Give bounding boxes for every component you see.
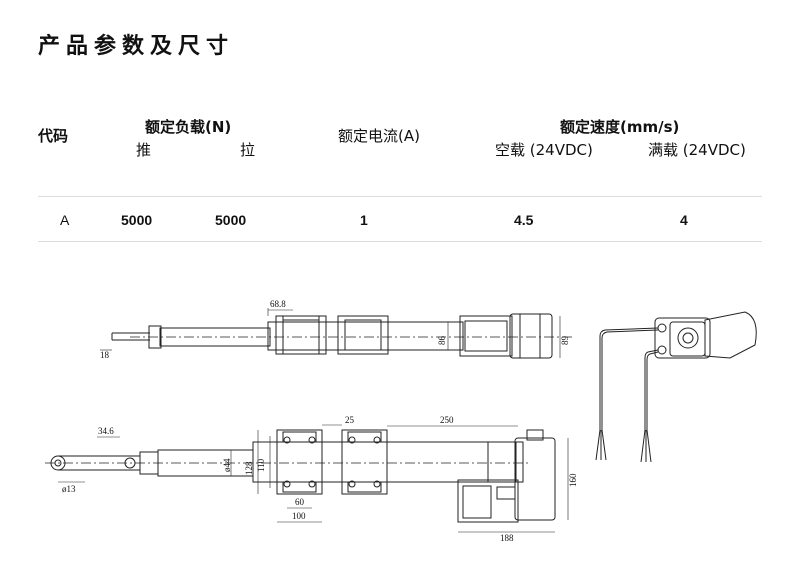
top-view-actuator [100, 308, 575, 359]
dim-13: ø13 [62, 484, 76, 494]
dim-110: 110 [256, 458, 266, 472]
cell-pull: 5000 [215, 212, 247, 228]
dim-68-8: 68.8 [270, 299, 286, 309]
dim-100: 100 [292, 511, 306, 521]
dim-18: 18 [100, 350, 110, 360]
cell-current: 1 [360, 212, 368, 228]
cell-push: 5000 [121, 212, 153, 228]
dim-160: 160 [568, 473, 578, 487]
dim-86: 86 [437, 336, 447, 346]
cell-code: A [60, 212, 70, 228]
cell-full-load: 4 [680, 212, 688, 228]
header-divider [38, 196, 762, 197]
header-no-load: 空载 (24VDC) [495, 141, 593, 159]
dim-60: 60 [295, 497, 305, 507]
header-code: 代码 [38, 127, 69, 145]
header-rated-current: 额定电流(A) [338, 127, 420, 145]
header-rated-load: 额定负载(N) [145, 118, 232, 136]
header-rated-speed: 额定速度(mm/s) [560, 118, 680, 136]
header-pull: 拉 [240, 141, 256, 159]
cell-no-load: 4.5 [514, 212, 534, 228]
dim-188: 188 [500, 533, 514, 543]
header-full-load: 满载 (24VDC) [648, 141, 746, 159]
end-view-actuator [595, 311, 757, 463]
page-title: 产品参数及尺寸 [38, 34, 235, 59]
dim-25: 25 [345, 415, 355, 425]
dim-44: ø44 [222, 458, 232, 472]
dim-89: 89 [560, 336, 570, 346]
dim-128: 128 [244, 461, 254, 475]
row-divider [38, 241, 762, 242]
header-push: 推 [136, 141, 152, 159]
dim-250: 250 [440, 415, 454, 425]
front-view-actuator [45, 424, 569, 533]
dim-34-6: 34.6 [98, 426, 114, 436]
